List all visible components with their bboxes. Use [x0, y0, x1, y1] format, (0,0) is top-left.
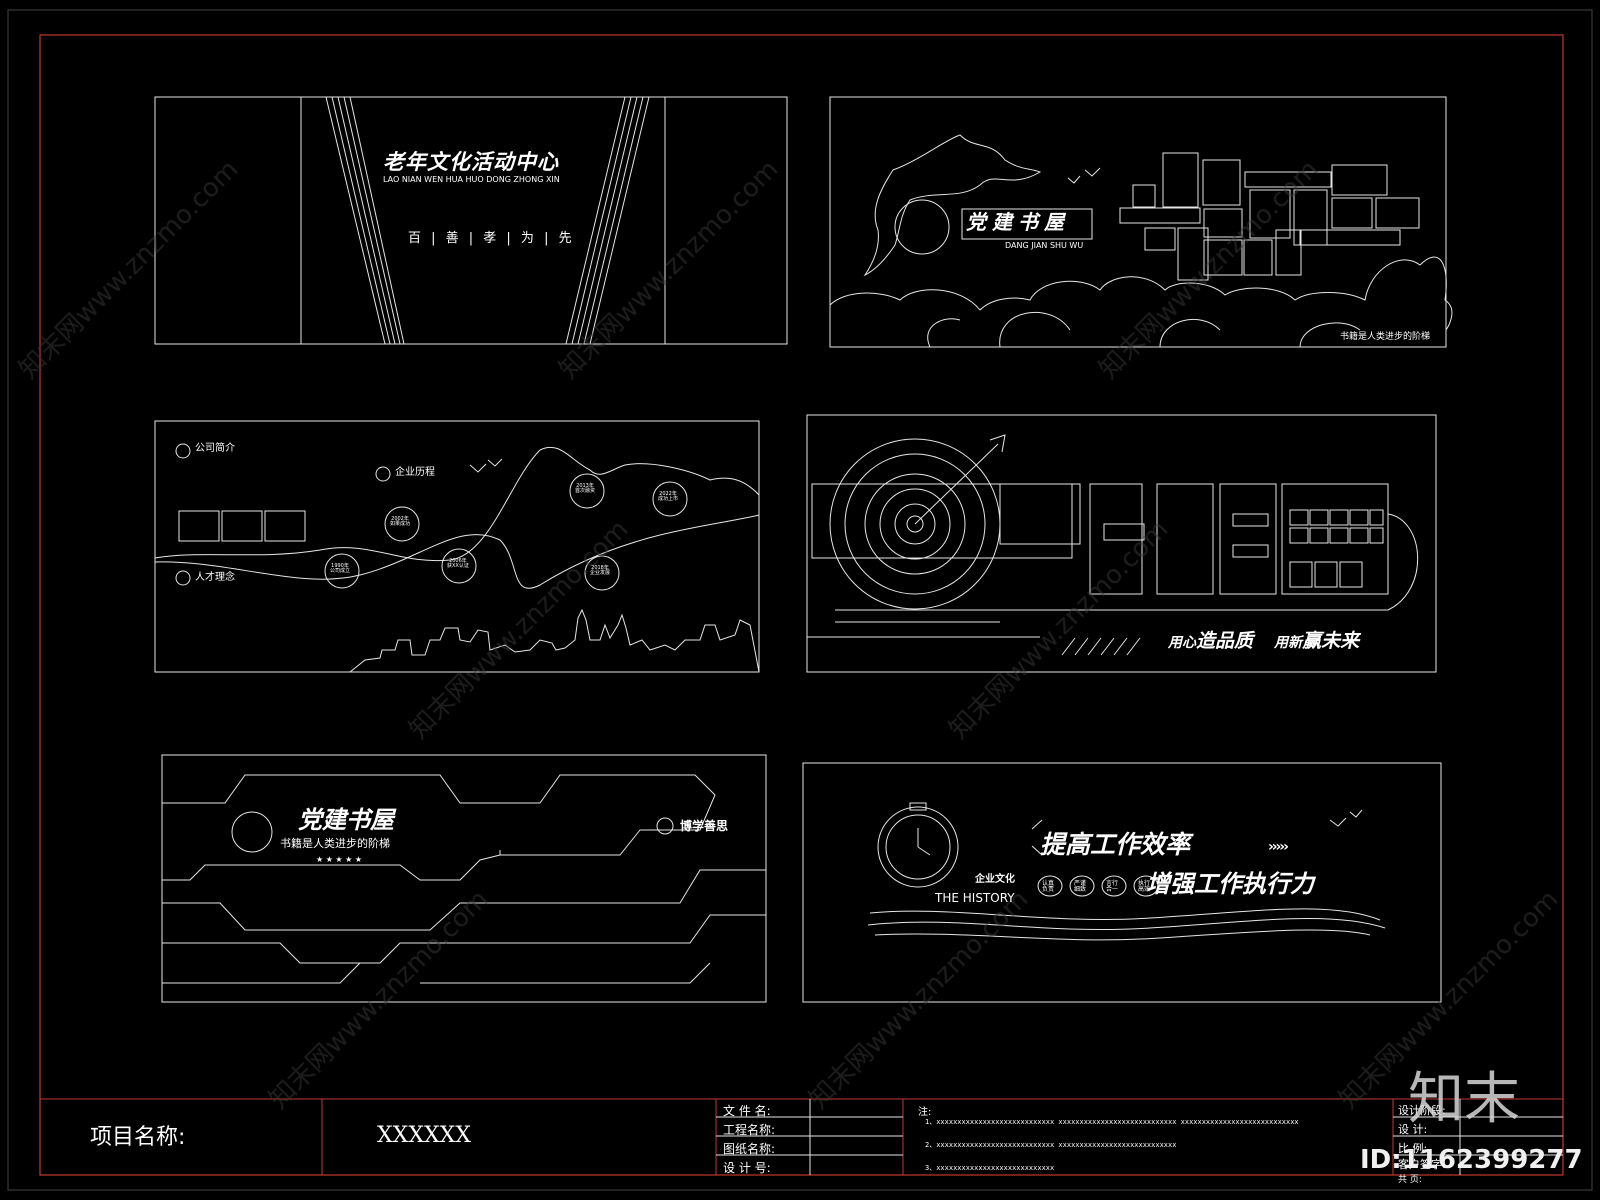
note-line-3: 3、xxxxxxxxxxxxxxxxxxxxxxxxxxxx	[925, 1164, 1055, 1172]
panel5-title: 党建书屋	[298, 806, 394, 834]
watermark-text: 知末网www.znzmo.com	[1094, 154, 1325, 385]
milestone: 2022年 成功上市	[658, 491, 679, 502]
milestone: 1990年 公司成立	[330, 563, 351, 574]
outer-border	[7, 9, 1593, 1191]
chip: 认真 负责	[1042, 880, 1055, 893]
panel6-line2: 增强工作执行力	[1146, 870, 1314, 898]
panel-4-target-quality	[806, 414, 1437, 673]
panel4-slogan: 用心造品质 用新赢未来	[1168, 626, 1359, 653]
bird-icon	[1067, 167, 1101, 184]
panel-6-efficiency	[802, 762, 1442, 1003]
panel6-arrows: ›››››	[1268, 839, 1289, 855]
milestone: 2006年 获XX认证	[447, 558, 469, 569]
watermark-logo: 知末	[1408, 1067, 1520, 1132]
watermark-text: 知末网www.znzmo.com	[264, 884, 495, 1115]
slogan-b-small: 用新	[1274, 635, 1303, 651]
milestone: 2018年 企业发展	[590, 565, 611, 576]
bird-icon	[1329, 809, 1363, 827]
scale-label: 比 例:	[1398, 1142, 1428, 1155]
watermark-text: 知末网www.znzmo.com	[14, 154, 245, 385]
designer-label: 设 计 号:	[723, 1161, 771, 1175]
design-label: 设 计:	[1398, 1123, 1428, 1136]
chip: 言行 合一	[1106, 880, 1119, 893]
panel3-history-label: 企业历程	[395, 467, 435, 478]
panel5-stars: ★ ★ ★ ★ ★	[316, 855, 363, 864]
note-line-1: 1、xxxxxxxxxxxxxxxxxxxxxxxxxxxx xxxxxxxxx…	[925, 1118, 1299, 1126]
panel-3-company-history	[154, 420, 760, 673]
panel5-corner-label: 博学善思	[680, 819, 729, 833]
stage-label: 设计阶段:	[1398, 1104, 1446, 1117]
project-title-label: 工程名称:	[723, 1123, 776, 1137]
project-name-value: XXXXXX	[377, 1123, 471, 1148]
watermark-text: 知末网www.znzmo.com	[804, 884, 1035, 1115]
panel2-pinyin: DANG JIAN SHU WU	[1005, 241, 1084, 250]
note-line-2: 2、xxxxxxxxxxxxxxxxxxxxxxxxxxxx xxxxxxxxx…	[925, 1141, 1177, 1149]
panel3-intro-label: 公司简介	[195, 443, 235, 454]
panel3-talent-label: 人才理念	[195, 572, 235, 583]
panel1-pinyin: LAO NIAN WEN HUA HUO DONG ZHONG XIN	[383, 175, 560, 184]
panel6-line1: 提高工作效率	[1040, 830, 1191, 859]
slogan-a-small: 用心	[1168, 635, 1196, 651]
bird-icon	[469, 458, 503, 473]
panel2-footer: 书籍是人类进步的阶梯	[1340, 332, 1431, 342]
watermark-text: 知末网www.znzmo.com	[404, 514, 635, 745]
panel-5-party-library-alt	[161, 754, 767, 1003]
watermark-text: 知末网www.znzmo.com	[554, 154, 785, 385]
panel1-title: 老年文化活动中心	[383, 150, 559, 174]
watermark-id: ID:1162399277	[1360, 1145, 1583, 1175]
panel2-title: 党建书屋	[966, 210, 1070, 234]
chip: 执行 高效	[1138, 880, 1151, 893]
slogan-b-big: 赢未来	[1302, 630, 1360, 652]
drawing-frame	[39, 34, 1564, 1176]
panel-2-party-library	[829, 96, 1453, 348]
milestone: 2013年 首次融资	[575, 483, 596, 494]
panel-1-elderly-center	[154, 96, 788, 345]
client-signature-label: 客户签字:	[1398, 1158, 1446, 1171]
project-name-label: 项目名称:	[90, 1125, 186, 1150]
watermark-text: 知末网www.znzmo.com	[944, 514, 1175, 745]
title-block	[40, 1098, 1563, 1175]
panel6-sub-en: THE HISTORY	[935, 891, 1015, 905]
chip: 严谨 细致	[1074, 880, 1087, 893]
drawing-name-label: 图纸名称:	[723, 1142, 776, 1156]
panel1-motto: 百 | 善 | 孝 | 为 | 先	[408, 231, 575, 246]
slogan-a-big: 造品质	[1196, 630, 1254, 652]
milestone: 2002年 如果成功	[390, 516, 411, 527]
pages-label: 共 页:	[1398, 1175, 1422, 1185]
file-name-label: 文 件 名:	[723, 1104, 771, 1118]
panel6-sub-cn: 企业文化	[975, 874, 1015, 885]
notes-label: 注:	[918, 1107, 932, 1118]
panel5-subtitle: 书籍是人类进步的阶梯	[280, 837, 390, 850]
